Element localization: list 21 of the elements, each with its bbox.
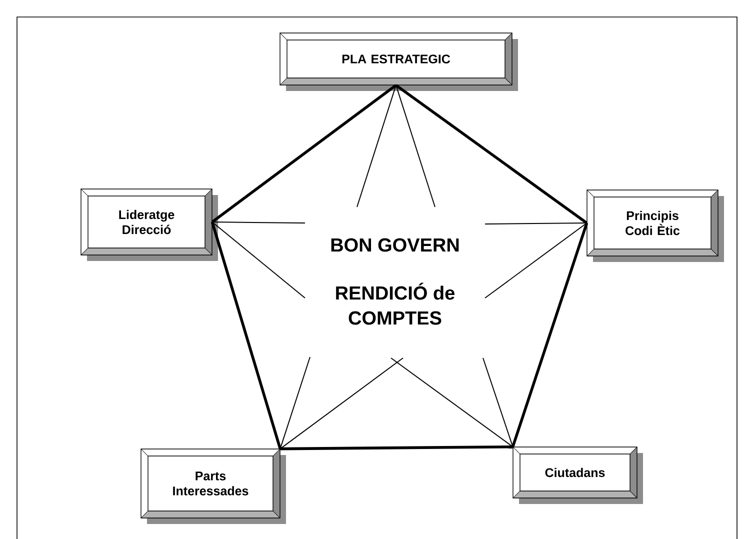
center-label: BON GOVERN RENDICIÓ de COMPTES	[331, 238, 459, 325]
connector-line	[280, 358, 404, 450]
connector-line	[212, 222, 306, 298]
beveled-box: Principis Codi Ètic	[586, 190, 724, 262]
connector-line	[395, 84, 588, 224]
connector-line	[390, 358, 514, 448]
beveled-box: Parts Interessades	[140, 448, 286, 524]
connector-line	[511, 222, 588, 448]
connector-line	[396, 84, 436, 208]
connector-line	[211, 84, 397, 224]
connector-line	[280, 356, 310, 450]
connector-line	[482, 358, 514, 448]
connector-line	[356, 84, 396, 208]
connector-line	[484, 222, 588, 298]
beveled-box: PLA ESTRATEGIC	[280, 32, 518, 91]
connector-line	[212, 222, 306, 224]
beveled-box: Ciutadans	[512, 446, 643, 504]
connector-line	[484, 222, 588, 224]
connector-line	[280, 445, 513, 450]
beveled-box: Lideratge Direcció	[80, 188, 218, 261]
connector-line	[210, 222, 282, 450]
